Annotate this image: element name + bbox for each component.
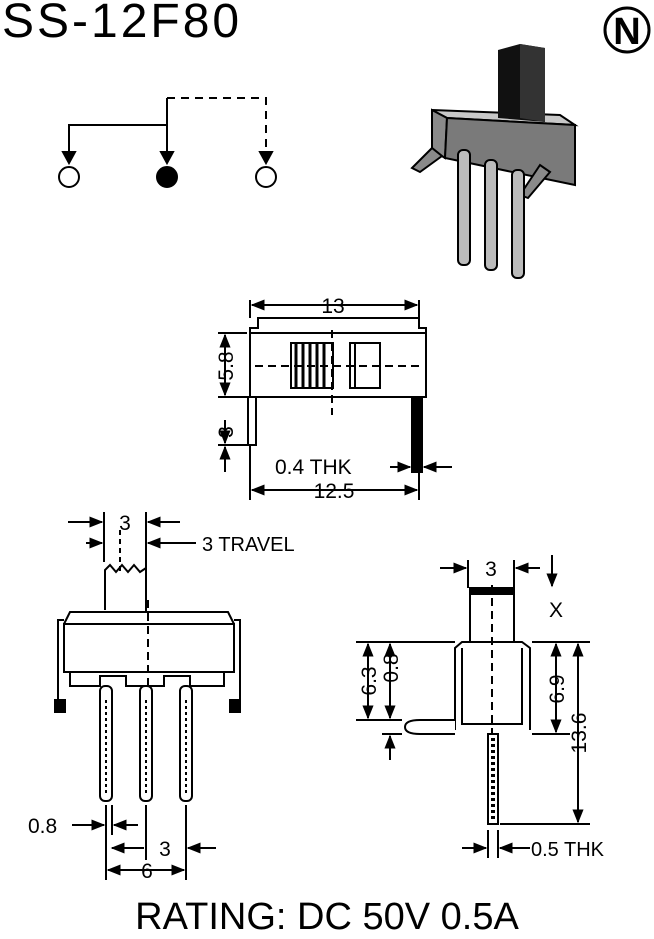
dim-pin-span-12-5: 12.5 [314,480,355,503]
terminal-left [58,166,80,188]
dim-span: 6 [141,860,153,883]
dim-13-6: 13.6 [568,713,591,754]
dim-travel: 3 TRAVEL [202,534,295,556]
dim-6-9: 6.9 [546,674,569,703]
dim-height-5-8: 5.8 [215,351,238,380]
switch-3d-illustration [410,44,579,279]
rating-label: RATING: DC 50V 0.5A [135,896,519,938]
dim-side-actuator-width: 3 [485,558,497,581]
dim-pin-height-3: 3 [215,426,238,438]
dim-0-8: 0.8 [380,653,403,682]
dim-actuator-width: 3 [119,512,131,535]
top-view-drawing [218,299,452,500]
logo-letter: N [613,11,640,53]
dim-side-thickness: 0.5 THK [531,839,605,861]
front-view-drawing [54,512,241,880]
dim-6-3: 6.3 [358,666,381,695]
dim-width-13: 13 [321,295,344,318]
dim-thickness-0-4: 0.4 THK [275,456,352,479]
switch-schematic [58,97,277,188]
terminal-common [156,166,178,188]
dim-actuator-height-x: X [549,599,563,622]
dim-pin-width: 0.8 [28,815,57,838]
terminal-right [255,166,277,188]
part-number-title: SS-12F80 [2,0,243,48]
side-view-drawing [356,555,590,858]
brand-logo: N [603,6,651,54]
dim-pitch: 3 [159,838,171,861]
